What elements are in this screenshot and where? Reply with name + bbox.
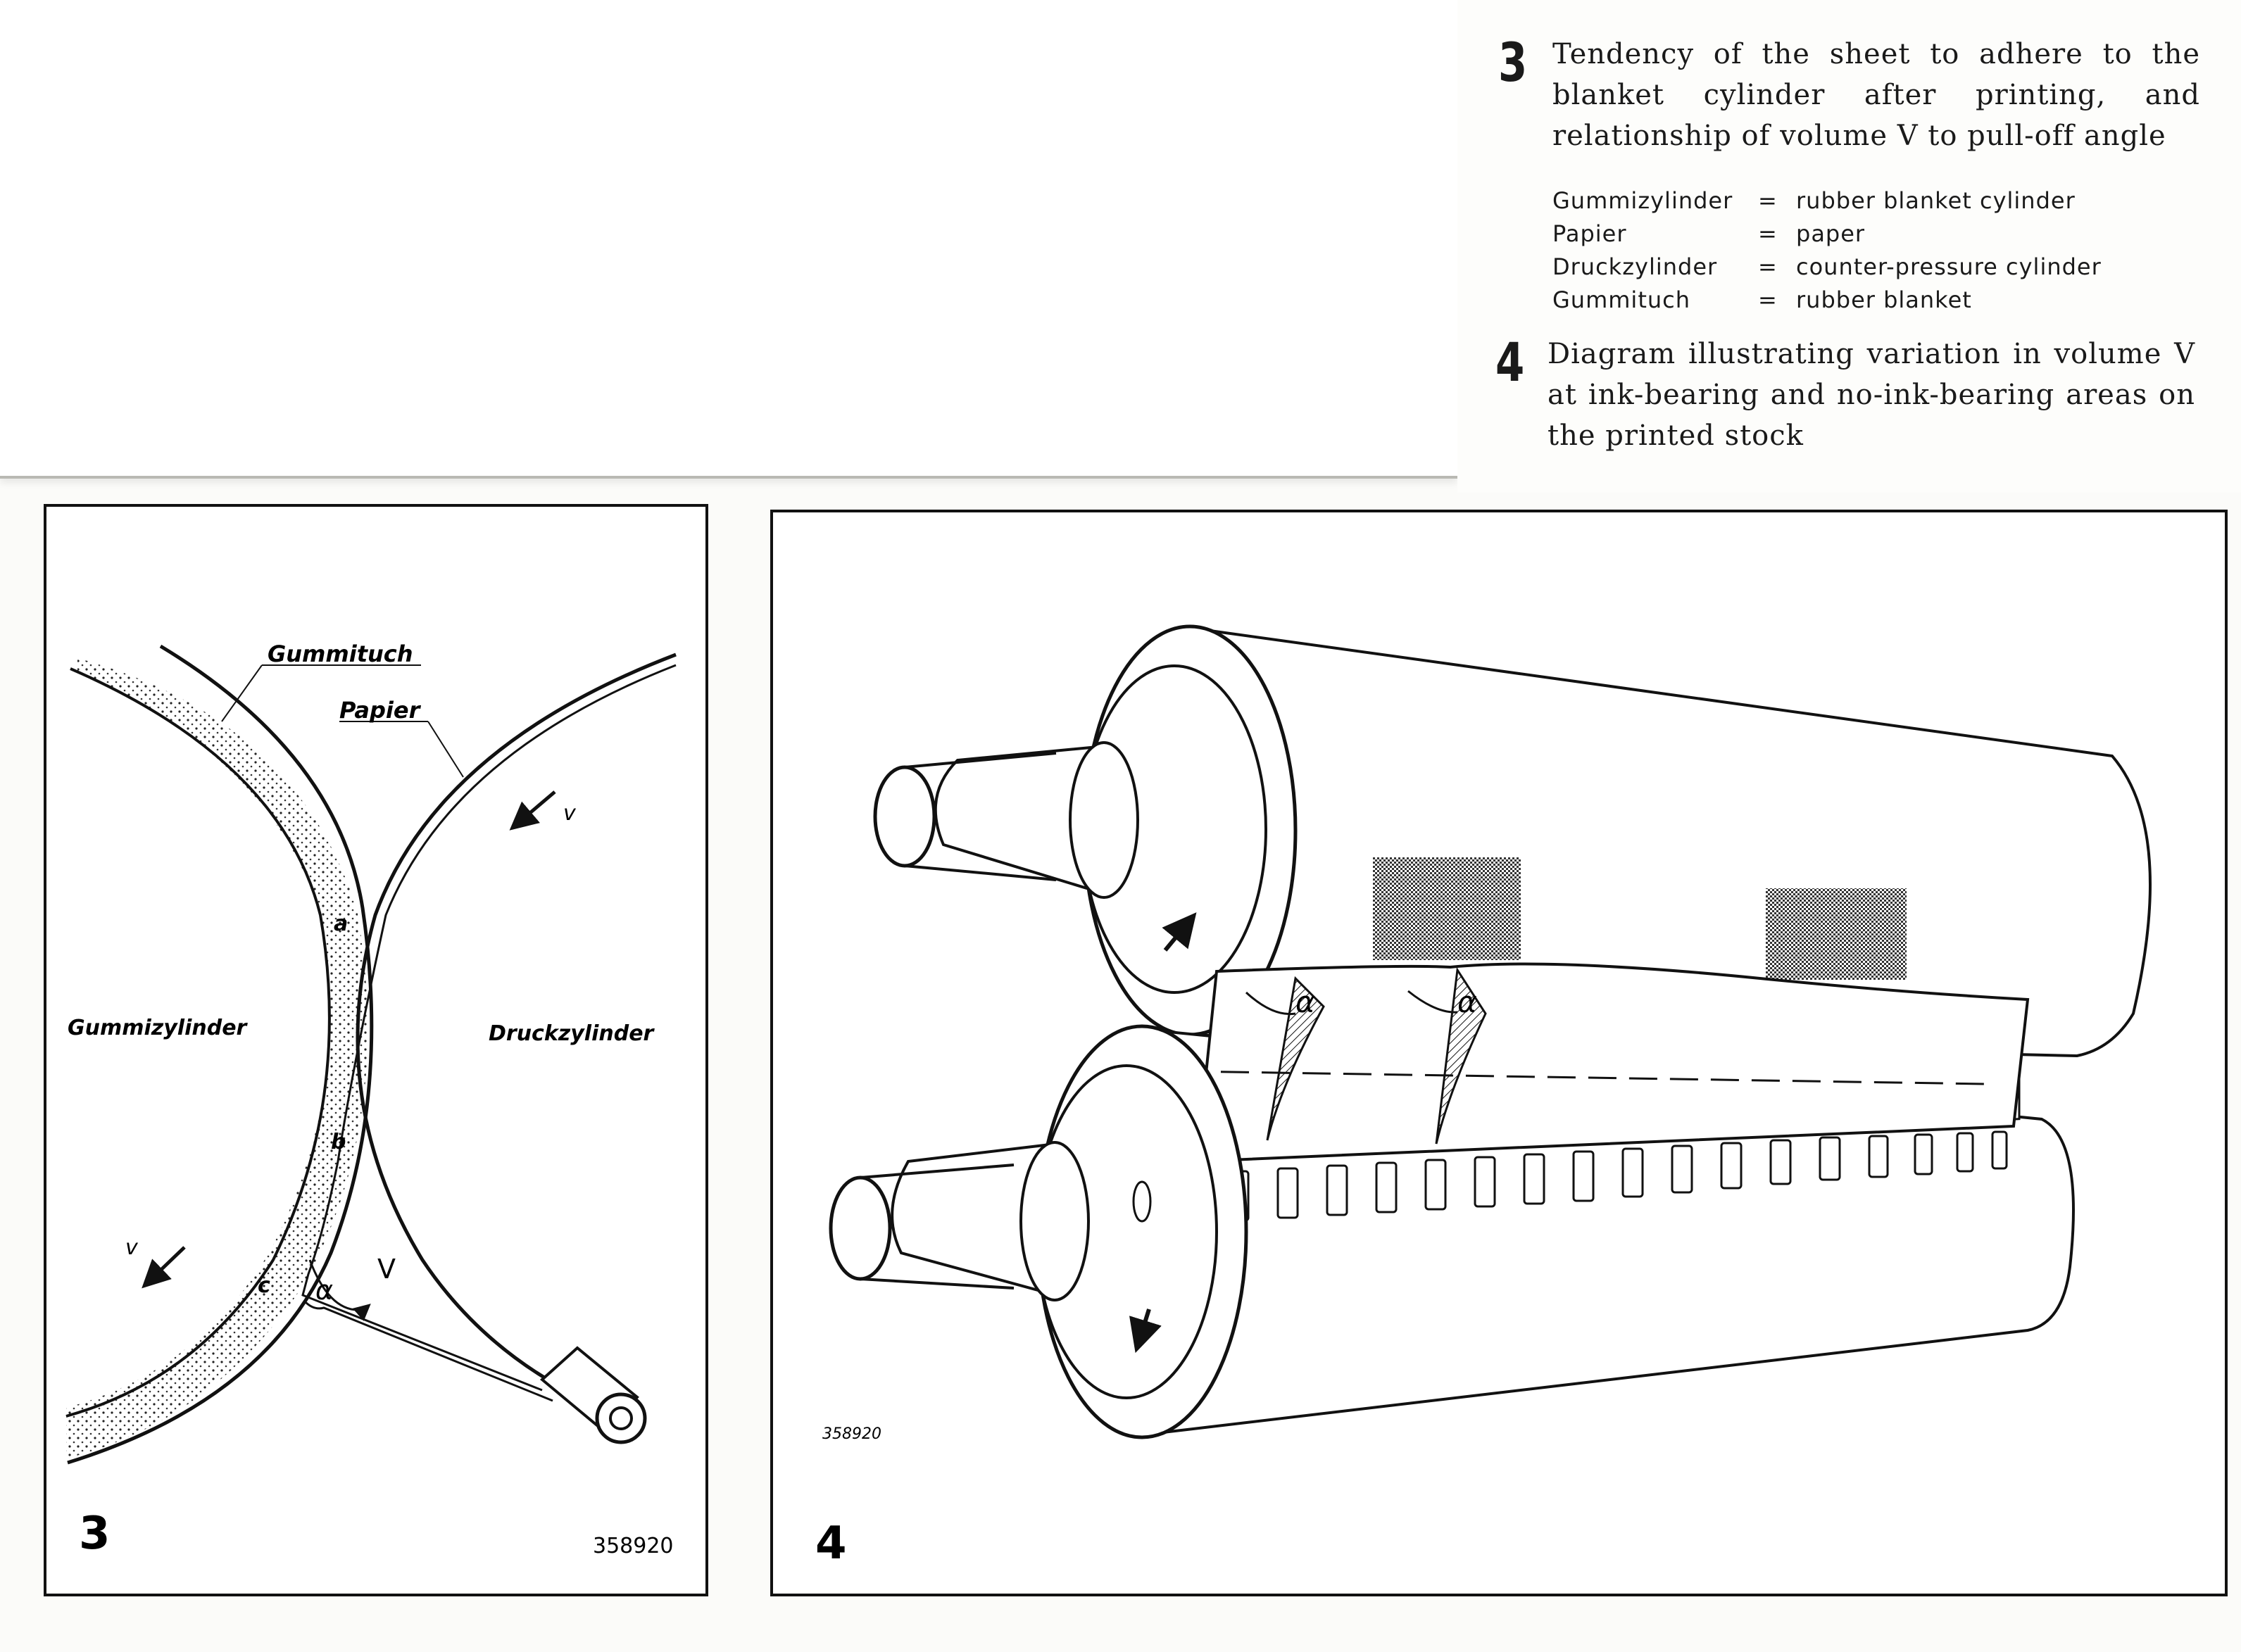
volume-wedge-1 (1266, 976, 1325, 1141)
legend-row: Gummizylinder = rubber blanket cylinder (1552, 184, 2186, 217)
label-v-right: v (563, 801, 577, 826)
caption-sheet (1457, 0, 2241, 493)
figure-3: Gummituch Papier Gummizylinder Druckzyli… (44, 504, 708, 1596)
legend-german: Gummituch (1552, 286, 1691, 313)
legend-row: Druckzylinder = counter-pressure cylinde… (1552, 251, 2186, 284)
volume-wedge-2 (1435, 966, 1487, 1145)
label-alpha: α (315, 1275, 333, 1306)
legend-row: Papier = paper (1552, 217, 2186, 251)
figure-3-code: 358920 (593, 1534, 674, 1558)
blank-sheet-top (0, 0, 1457, 479)
paper-sheet-back (303, 1299, 553, 1402)
label-druckzylinder: Druckzylinder (489, 1021, 655, 1046)
label-c: c (258, 1273, 270, 1298)
label-gummizylinder: Gummizylinder (68, 1016, 249, 1040)
upper-shaft-end (873, 765, 936, 868)
upper-shaft (934, 744, 1107, 896)
legend-equals: = (1758, 253, 1778, 280)
upper-shaft-edge-top (904, 752, 1057, 769)
rubber-blanket-band (66, 658, 368, 1458)
ink-area-1 (1373, 857, 1521, 960)
legend-row: Gummituch = rubber blanket (1552, 284, 2186, 317)
figure-4-code: 358920 (822, 1425, 881, 1443)
legend-german: Druckzylinder (1552, 253, 1718, 280)
legend-english: rubber blanket (1796, 286, 1972, 313)
lower-shaft-collar (1019, 1141, 1090, 1301)
lower-shaft (891, 1142, 1057, 1297)
label-v-left: v (125, 1235, 139, 1260)
alpha-arc-head (352, 1304, 371, 1321)
rotation-arrow-left (142, 1246, 186, 1289)
sheet-pulled-off (1195, 962, 2030, 1164)
caption-4-number: 4 (1495, 331, 1525, 393)
papier-leader (427, 721, 464, 778)
contact-line (1098, 1068, 1986, 1085)
upper-shaft-collar (1069, 741, 1139, 899)
figure-3-number: 3 (79, 1508, 111, 1560)
lower-shaft-edge-bottom (860, 1278, 1015, 1290)
alpha-arc-2 (1407, 990, 1458, 1014)
upper-rotation-arrow (1162, 912, 1197, 952)
alpha-arc-1 (1245, 991, 1296, 1016)
label-alpha-1: α (1295, 985, 1315, 1019)
label-alpha-2: α (1457, 985, 1477, 1019)
upper-shaft-edge-bottom (904, 864, 1057, 881)
ink-area-2 (1766, 888, 1907, 980)
legend-english: paper (1796, 220, 1866, 247)
legend-german: Papier (1552, 220, 1627, 247)
lower-cylinder-pin (1132, 1180, 1152, 1223)
label-b: b (331, 1130, 346, 1154)
label-gummituch: Gummituch (268, 641, 413, 667)
blanket-outer-edge (67, 644, 374, 1465)
rotation-arrow-right (509, 790, 556, 831)
label-a: a (334, 912, 348, 936)
legend-equals: = (1758, 187, 1778, 214)
figure-4-number: 4 (815, 1518, 847, 1570)
lower-shaft-edge-top (860, 1164, 1015, 1179)
lower-rotation-arrow (1129, 1309, 1162, 1354)
legend-english: rubber blanket cylinder (1796, 187, 2076, 214)
paper-sheet (301, 664, 677, 1392)
legend: Gummizylinder = rubber blanket cylinder … (1552, 184, 2186, 317)
pull-off-roller (539, 1346, 647, 1444)
gummizylinder-edge (65, 667, 331, 1418)
legend-equals: = (1758, 286, 1778, 313)
legend-english: counter-pressure cylinder (1796, 253, 2102, 280)
label-papier: Papier (339, 697, 422, 724)
figure-4: α α 358920 4 (770, 510, 2228, 1596)
gummituch-leader (221, 664, 263, 722)
caption-4-text: Diagram illustrating variation in volume… (1548, 338, 2195, 452)
label-volume: V (377, 1254, 396, 1285)
caption-3-text: Tendency of the sheet to adhere to the b… (1552, 38, 2200, 152)
caption-3-number: 3 (1498, 31, 1528, 94)
legend-german: Gummizylinder (1552, 187, 1733, 214)
lower-shaft-end (829, 1175, 892, 1281)
druckzylinder-edge (356, 652, 677, 1417)
grippers (1227, 1130, 2008, 1222)
legend-equals: = (1758, 220, 1778, 247)
